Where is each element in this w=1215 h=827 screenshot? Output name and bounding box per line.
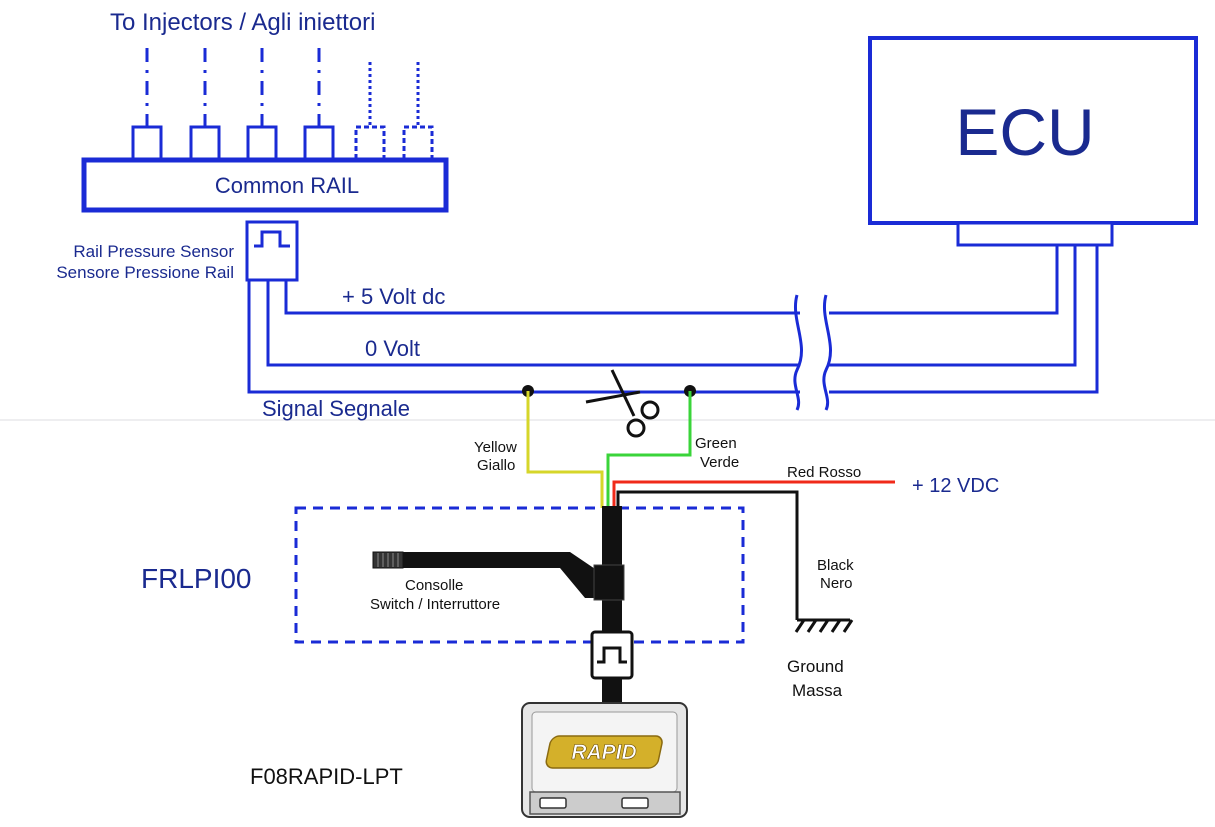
injectors-title: To Injectors / Agli iniettori [110,9,375,36]
switch-label-2: Switch / Interruttore [370,596,500,613]
module-slot-right [621,797,649,809]
wire-break [793,294,832,411]
scissors-icon [585,369,660,438]
injector-stubs [131,125,434,161]
harness-code: FRLPI00 [141,563,252,594]
module-slot-left [539,797,567,809]
injector-lines [145,48,420,128]
rapid-module: RAPID [521,702,688,818]
sensor-label-en: Rail Pressure Sensor [73,242,234,261]
wire-5v-label: + 5 Volt dc [342,284,445,309]
common-rail-label: Common RAIL [215,173,359,198]
supply-label: + 12 VDC [912,475,999,497]
red-label: Red Rosso [787,464,861,481]
yellow-wire [526,391,604,508]
black-wire [616,490,799,620]
ground-label-en: Ground [787,657,844,676]
green-label-en: Green [695,435,737,452]
sensor-symbol [254,230,290,248]
wire-signal-label: Signal Segnale [262,396,410,421]
black-label-it: Nero [820,575,853,592]
green-wire [606,391,692,508]
connector-symbol [597,646,627,664]
black-label-en: Black [817,557,854,574]
switch-label-1: Consolle [405,577,463,594]
switch-plug-grip [377,553,399,567]
sensor-connector [590,630,634,680]
common-rail [81,157,449,213]
module-cable [602,678,622,706]
red-wire [612,480,895,508]
switch-branch-cable [400,552,604,598]
sensor-wires [247,245,1099,394]
yellow-label-it: Giallo [477,457,515,474]
yellow-label-en: Yellow [474,439,517,456]
ground-icon [794,618,854,633]
frlpi00-harness-box [294,506,745,644]
wire-0v-label: 0 Volt [365,336,420,361]
sensor-label-it: Sensore Pressione Rail [56,263,234,282]
ecu-connector [956,221,1114,247]
module-code: F08RAPID-LPT [250,764,403,789]
ground-label-it: Massa [792,681,843,700]
module-logo: RAPID [571,741,636,764]
ecu-label: ECU [955,95,1094,169]
cable-junction [593,564,625,601]
green-label-it: Verde [700,454,739,471]
